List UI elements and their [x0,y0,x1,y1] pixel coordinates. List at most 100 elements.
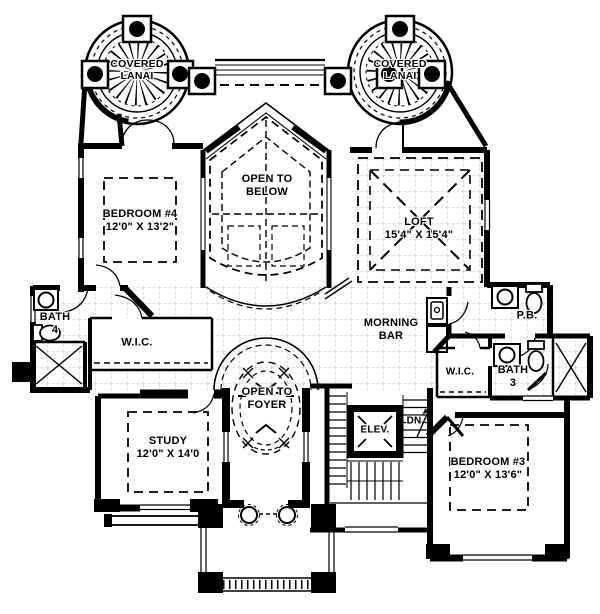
elevator-label: ELEV. [361,425,390,436]
door-arc [375,121,404,149]
window [463,554,532,561]
balcony-side-rail [200,528,335,572]
lanai-columns [375,14,447,90]
elevator [347,405,403,458]
sink-icon [37,291,55,309]
door-arc [464,331,481,349]
wic-right-label: W.I.C. [446,367,474,378]
bath4-label: BATH 4 [40,311,71,337]
study-label: STUDY 12'0" X 14'0 [136,435,199,461]
wic-right-floor [437,348,490,397]
foyer-tower [213,337,319,508]
window [78,158,84,258]
label-line: LANAI [120,70,154,82]
bedroom4-room [78,119,203,319]
window [523,395,553,402]
lanai-columns [80,14,195,90]
column-icon [278,506,296,524]
morning-bar-label: MORNING BAR [364,317,419,343]
door-arc [448,301,469,325]
corner-pilaster [545,544,569,559]
floor-openings [90,103,490,506]
label-line: COVERED [110,58,164,70]
room-name: BEDROOM #3 [450,456,526,468]
door-arc [63,287,89,313]
wall-segment [78,81,125,147]
balcony-post [198,504,223,528]
open-to-below-void [203,103,329,288]
room-dims: 15'4" X 15'4" [384,229,454,241]
door-leaf [526,371,548,392]
wall-segment [432,333,452,354]
door-arc [121,119,175,145]
wall-segment [427,388,570,558]
wall-segment [88,316,214,372]
covered-lanai-left-label: COVERED LANAI [110,58,163,82]
balcony-post [311,572,336,593]
label-line: FOYER [247,399,287,411]
toilet-icon [525,292,543,314]
ceiling-dashed-outline [127,411,209,493]
label-line: OPEN TO [241,386,293,398]
bedroom4-label: BEDROOM #4 12'0" X 13'2" [103,208,178,234]
window [200,178,332,250]
sink-icon [498,346,516,364]
room-number: 3 [509,377,517,389]
balcony-post [311,504,336,528]
wic-right-room [432,331,490,399]
stair-stringer [346,392,404,488]
railing [324,277,353,300]
bedroom3-room [425,388,570,562]
wall-segment [121,284,155,319]
room-number: 4 [51,324,59,336]
toilet-icon [39,324,61,342]
foyer-medallion [231,361,301,455]
wic-left-floor [90,318,212,370]
room-name: ELEV. [360,424,390,436]
balcony [198,504,336,593]
pb-room [491,283,543,314]
room-name: LOFT [404,216,434,228]
staircase [310,388,430,534]
room-dims: 12'0" X 13'2" [105,221,175,233]
shower-icon [35,345,83,385]
wall-segment [288,500,310,508]
medallion-ornament [255,382,277,434]
bath3-room [493,338,587,396]
bath3-label: BATH 3 [498,364,529,390]
balcony-rail [223,577,311,592]
ceiling-dashed-outline [103,177,177,263]
door-arc [95,264,121,287]
pb-label: P.B. [517,310,538,323]
lanai-sunburst-floor [103,38,171,106]
label-line: OPEN TO [241,173,293,185]
room-name: BATH [497,364,529,376]
wall-segment [449,333,590,401]
wall-segment [200,150,332,288]
room-name: BATH [39,311,71,323]
bedroom3-label: BEDROOM #3 12'0" X 13'6" [451,456,526,482]
wall-segment [425,414,450,439]
covered-lanai-right-label: COVERED LANAI [373,58,426,82]
toilet-tank [527,340,545,350]
ceiling-dashed-outline [209,115,323,276]
ceiling-dashed-outline [357,157,483,283]
loft-room [350,121,491,287]
corner-pilaster [426,544,450,559]
bar-counter [426,297,448,325]
shower-icon [555,342,587,393]
door-leaf [445,416,465,437]
open-to-below-bay [200,101,332,288]
wall-segment [445,82,489,148]
room-dims: 12'0" X 13'6" [453,469,523,481]
landing-railing [205,286,327,307]
window [484,200,491,230]
wall-segment [435,346,490,399]
room-name: STUDY [148,435,188,447]
column-icon [240,506,258,524]
tray-ceiling-diagonals [369,169,471,271]
sink-icon [430,301,444,320]
room-dims: 12'0" X 14'0 [136,448,200,460]
label-line: LANAI [383,70,417,82]
